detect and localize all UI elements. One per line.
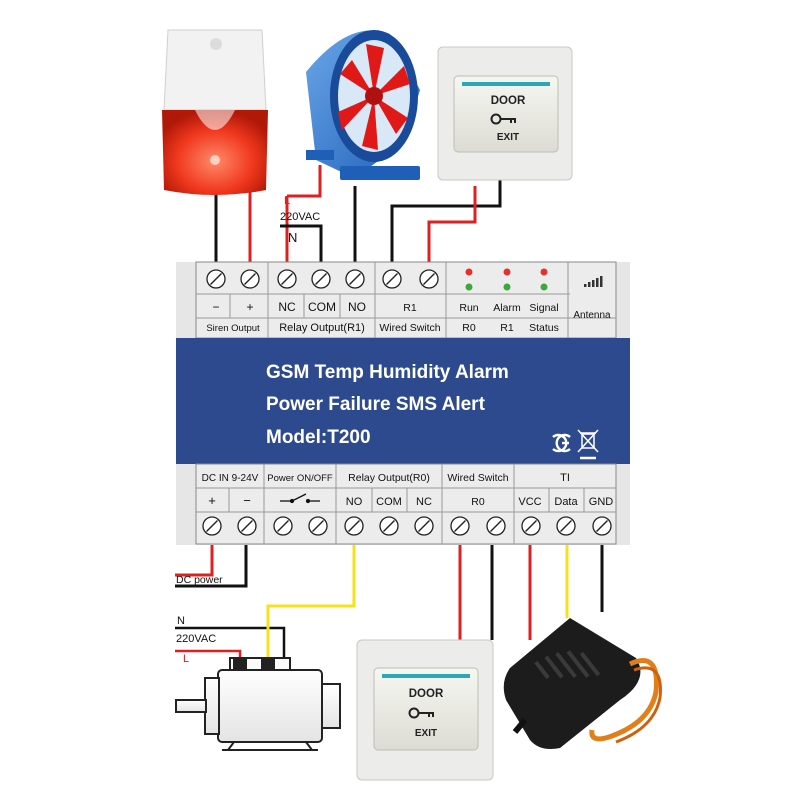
door-label-top: DOOR xyxy=(491,95,526,107)
wired-switch-bottom-label: Wired Switch xyxy=(447,472,508,484)
motor-icon xyxy=(175,657,341,751)
wires xyxy=(175,165,604,665)
label-220vac-bottom: 220VAC xyxy=(176,633,216,645)
key-icon xyxy=(490,113,516,125)
siren-output-label: Siren Output xyxy=(206,323,260,334)
label-n-top: N xyxy=(288,230,297,245)
siren-icon xyxy=(162,29,268,195)
temp-humidity-sensor-icon xyxy=(503,618,662,749)
led-status-label: Status xyxy=(529,322,559,334)
wired-switch-top-label: Wired Switch xyxy=(379,322,440,334)
r1-label: R1 xyxy=(403,302,417,314)
relay-r1-nc: NC xyxy=(278,300,296,314)
exit-label-bottom: EXIT xyxy=(415,728,437,739)
relay-r0-com: COM xyxy=(376,496,402,508)
power-switch-symbol xyxy=(280,493,320,504)
door-label-bottom: DOOR xyxy=(409,688,444,700)
title-line-1: GSM Temp Humidity Alarm xyxy=(266,362,509,383)
relay-output-r1-label: Relay Output(R1) xyxy=(279,322,365,334)
axial-fan-icon xyxy=(306,30,420,180)
key-icon xyxy=(408,707,434,719)
controller-box: − + NC COM NO R1 Run Alarm Signal Antenn… xyxy=(176,261,630,545)
dc-plus: + xyxy=(208,493,216,508)
data-label: Data xyxy=(554,496,578,508)
label-dc-power: DC power xyxy=(176,574,223,586)
door-exit-button-icon: DOOR EXIT xyxy=(356,639,494,781)
label-l-bottom: L xyxy=(183,653,189,665)
signal-bars-icon xyxy=(584,276,603,287)
ti-label: TI xyxy=(560,472,570,484)
dc-minus: − xyxy=(243,493,251,508)
led-alarm-label: Alarm xyxy=(493,302,521,314)
led-run-label: Run xyxy=(459,302,478,314)
wire-labels: L 220VAC N DC power N 220VAC L xyxy=(176,195,320,665)
status-leds xyxy=(465,268,548,291)
model-label: Model:T200 xyxy=(266,427,371,448)
relay-output-r0-label: Relay Output(R0) xyxy=(348,472,430,484)
weee-bin-icon xyxy=(577,429,599,460)
dc-in-label: DC IN 9-24V xyxy=(202,473,259,484)
vcc-label: VCC xyxy=(518,496,541,508)
label-l-top: L xyxy=(284,195,290,207)
title-panel xyxy=(176,338,630,464)
relay-r1-no: NO xyxy=(348,300,366,314)
led-r1-label: R1 xyxy=(500,322,514,334)
r0-label: R0 xyxy=(471,496,485,508)
relay-r0-no: NO xyxy=(346,496,363,508)
siren-plus: + xyxy=(246,300,253,314)
label-220vac-top: 220VAC xyxy=(280,211,320,223)
exit-label-top: EXIT xyxy=(497,132,519,143)
ce-mark-icon xyxy=(552,433,571,453)
led-signal-label: Signal xyxy=(529,302,558,314)
title-line-2: Power Failure SMS Alert xyxy=(266,394,486,415)
antenna-label: Antenna xyxy=(573,310,611,321)
siren-minus: − xyxy=(212,300,219,314)
gnd-label: GND xyxy=(589,496,614,508)
label-n-bottom: N xyxy=(177,615,185,627)
door-exit-button-icon: DOOR EXIT xyxy=(437,46,573,181)
relay-r1-com: COM xyxy=(308,300,336,314)
power-onoff-label: Power ON/OFF xyxy=(267,473,333,484)
led-r0-label: R0 xyxy=(462,322,476,334)
relay-r0-nc: NC xyxy=(416,496,432,508)
